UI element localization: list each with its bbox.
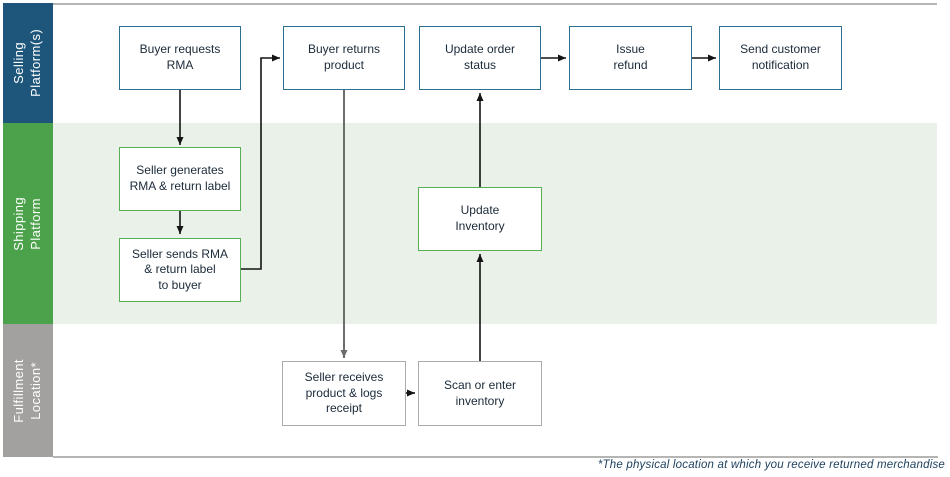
lane-band-fulfillment-location: Fulfillment Location* — [3, 324, 53, 457]
node-seller-generates-rma: Seller generates RMA & return label — [119, 147, 241, 211]
bottom-divider — [53, 456, 938, 458]
node-scan-or-enter-inventory: Scan or enter inventory — [418, 361, 542, 426]
lane-label-fulfillment-location: Fulfillment Location* — [11, 358, 44, 423]
node-buyer-returns-product: Buyer returns product — [283, 26, 405, 90]
node-update-inventory: Update Inventory — [418, 187, 542, 251]
node-seller-sends-rma: Seller sends RMA & return label to buyer — [119, 238, 241, 302]
lane-band-shipping-platform: Shipping Platform — [3, 123, 53, 324]
footnote: *The physical location at which you rece… — [597, 459, 945, 471]
node-send-customer-notification: Send customer notification — [719, 26, 842, 90]
node-seller-receives-product: Seller receives product & logs receipt — [282, 361, 406, 426]
node-buyer-requests-rma: Buyer requests RMA — [119, 26, 241, 90]
node-update-order-status: Update order status — [419, 26, 541, 90]
node-issue-refund: Issue refund — [569, 26, 692, 90]
lane-label-shipping-platform: Shipping Platform — [11, 196, 43, 251]
lane-band-selling-platforms: Selling Platform(s) — [3, 3, 53, 123]
lane-label-selling-platforms: Selling Platform(s) — [11, 29, 43, 97]
top-divider — [53, 3, 937, 5]
